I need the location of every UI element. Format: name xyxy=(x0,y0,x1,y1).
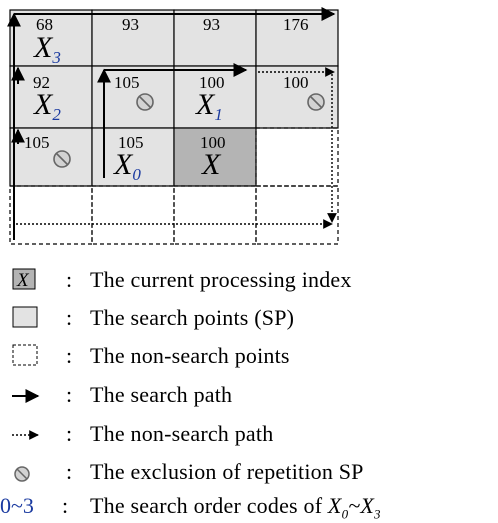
legend-search-path-label: The search path xyxy=(90,382,233,407)
search-grid-diagram: 68 93 93 176 92 105 100 100 105 105 100 … xyxy=(6,7,339,245)
legend-search-points-label: The search points (SP) xyxy=(90,305,295,330)
legend-colon: : xyxy=(66,267,73,292)
legend-row-order-codes: 0~3 : The search order codes of X0~X3 xyxy=(0,489,498,523)
legend-row-exclusion: : The exclusion of repetition SP xyxy=(0,455,498,489)
legend-colon: : xyxy=(66,343,73,368)
search-point-icon xyxy=(12,306,38,328)
cell-r2c1 xyxy=(91,127,175,187)
exclusion-icon xyxy=(136,93,154,111)
legend-row-non-search-path: : The non-search path xyxy=(0,417,498,451)
cell-value: 105 xyxy=(24,133,50,152)
var-label: X1 xyxy=(195,88,223,124)
cell-r0c1 xyxy=(91,9,175,67)
cell-value: 100 xyxy=(199,73,225,92)
legend-non-search-path-label: The non-search path xyxy=(90,421,274,446)
cell-r2c3 xyxy=(255,127,339,187)
non-search-point-icon xyxy=(12,344,38,366)
legend-colon: : xyxy=(66,459,73,484)
legend-colon: : xyxy=(66,421,73,446)
var-label: X0 xyxy=(113,148,141,184)
order-codes-text: The search order codes of xyxy=(90,493,323,518)
legend-row-non-search-points: : The non-search points xyxy=(0,339,498,373)
cell-r2c2-current xyxy=(173,127,257,187)
exclusion-icon xyxy=(307,93,325,111)
legend-row-search-points: : The search points (SP) xyxy=(0,301,498,335)
legend-row-search-path: : The search path xyxy=(0,378,498,412)
cell-r3c2 xyxy=(173,185,257,245)
cell-value: 176 xyxy=(283,15,309,34)
cell-r1c3 xyxy=(255,65,339,129)
cell-r3c0 xyxy=(9,185,93,245)
variable-labels: X3 X2 X1 X0 X xyxy=(33,31,223,184)
legend-exclusion-label: The exclusion of repetition SP xyxy=(90,459,364,484)
legend-current-label: The current processing index xyxy=(90,267,352,292)
current-index-symbol: X xyxy=(16,270,30,291)
var-label: X xyxy=(201,148,222,181)
cell-value: 68 xyxy=(36,15,53,34)
order-codes-math: X0~X3 xyxy=(327,493,381,522)
exclusion-icons xyxy=(53,93,325,168)
search-path-icon xyxy=(12,389,40,403)
legend-order-codes-label: The search order codes of X0~X3 xyxy=(90,493,381,522)
cell-value: 105 xyxy=(118,133,144,152)
cell-value: 100 xyxy=(283,73,309,92)
legend-colon: : xyxy=(62,493,69,518)
cell-r0c0 xyxy=(9,9,93,67)
var-label: X2 xyxy=(33,88,61,124)
cell-value: 93 xyxy=(122,15,139,34)
non-search-path-arrows xyxy=(16,67,337,229)
current-index-icon: X xyxy=(12,268,36,291)
cell-r3c1 xyxy=(91,185,175,245)
cell-value: 92 xyxy=(33,73,50,92)
cell-values: 68 93 93 176 92 105 100 100 105 105 100 xyxy=(24,15,309,152)
cell-value: 100 xyxy=(200,133,226,152)
legend-non-search-points-label: The non-search points xyxy=(90,343,290,368)
search-path-arrows xyxy=(6,7,336,240)
exclusion-icon xyxy=(14,466,30,482)
var-label: X3 xyxy=(33,31,61,67)
cell-r0c2 xyxy=(173,9,257,67)
legend-row-current: X : The current processing index xyxy=(0,263,498,297)
cell-r2c0 xyxy=(9,127,93,187)
cell-value: 105 xyxy=(114,73,140,92)
non-search-path-icon xyxy=(12,430,39,440)
cell-value: 93 xyxy=(203,15,220,34)
legend-colon: : xyxy=(66,382,73,407)
legend-colon: : xyxy=(66,305,73,330)
exclusion-icon xyxy=(53,150,71,168)
order-codes-range: 0~3 xyxy=(0,493,34,518)
cell-r3c3 xyxy=(255,185,339,245)
legend: X : The current processing index : The s… xyxy=(0,263,498,523)
